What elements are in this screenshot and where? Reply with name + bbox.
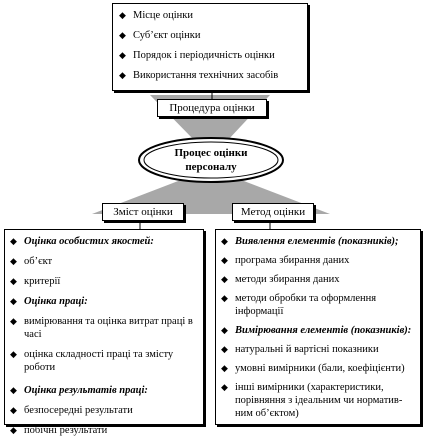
list-item: ◆ Порядок і періодичність оцінки <box>119 49 301 62</box>
list-item: ◆об’єкт <box>10 256 53 267</box>
scope-item-label: Суб’єкт оцінки <box>133 30 201 41</box>
section-heading: ◆Виявлення елементів (показників); <box>221 236 399 247</box>
list-item: ◆безпосередні результати <box>10 405 133 416</box>
list-item: ◆умовні вимірники (бали, коефіцієнти) <box>221 363 405 374</box>
diamond-bullet-icon: ◆ <box>10 349 17 359</box>
section-heading: ◆Оцінка праці: <box>10 296 88 307</box>
diamond-bullet-icon: ◆ <box>221 344 228 354</box>
diamond-bullet-icon: ◆ <box>119 70 126 80</box>
diamond-bullet-icon: ◆ <box>221 293 228 303</box>
process-title: Процес оцінки персоналу <box>140 146 282 174</box>
scope-item-label: Порядок і періодичність оцінки <box>133 50 275 61</box>
diamond-bullet-icon: ◆ <box>10 256 17 266</box>
diamond-bullet-icon: ◆ <box>221 274 228 284</box>
list-item: ◆методи збирання даних <box>221 274 340 285</box>
procedure-label: Процедура оцінки <box>157 99 267 117</box>
method-box: ◆Виявлення елементів (показників); ◆прог… <box>215 229 421 425</box>
list-item: ◆оцінка складності праці та змісту робот… <box>10 349 174 373</box>
process-title-line2: персоналу <box>185 161 237 173</box>
diamond-bullet-icon: ◆ <box>119 10 126 20</box>
method-list: ◆Виявлення елементів (показників); ◆прог… <box>221 235 415 420</box>
list-item: ◆ Суб’єкт оцінки <box>119 29 301 42</box>
diamond-bullet-icon: ◆ <box>221 255 228 265</box>
center-oval-outer <box>138 137 284 183</box>
diamond-bullet-icon: ◆ <box>10 296 17 306</box>
center-oval-inner <box>143 141 279 179</box>
list-item: ◆ Використання технічних засобів <box>119 69 301 82</box>
list-item: ◆програма збирання даних <box>221 255 350 266</box>
section-heading: ◆Оцінка особистих якостей: <box>10 236 154 247</box>
diamond-bullet-icon: ◆ <box>10 236 17 246</box>
scope-box: ◆ Місце оцінки ◆ Суб’єкт оцінки ◆ Порядок і… <box>112 3 308 91</box>
list-item: ◆побічні результати <box>10 425 108 436</box>
diamond-bullet-icon: ◆ <box>10 316 17 326</box>
list-item: ◆методи обробки та оформлення інформації <box>221 293 377 317</box>
diamond-bullet-icon: ◆ <box>10 425 17 435</box>
content-list: ◆Оцінка особистих якостей: ◆об’єкт ◆крит… <box>10 235 198 437</box>
diamond-bullet-icon: ◆ <box>221 382 228 392</box>
scope-item-label: Місце оцінки <box>133 10 193 21</box>
diamond-bullet-icon: ◆ <box>119 50 126 60</box>
process-title-line1: Процес оцінки <box>174 147 248 159</box>
diamond-bullet-icon: ◆ <box>119 30 126 40</box>
diamond-bullet-icon: ◆ <box>10 385 17 395</box>
diamond-bullet-icon: ◆ <box>221 325 228 335</box>
content-box: ◆Оцінка особистих якостей: ◆об’єкт ◆крит… <box>4 229 204 436</box>
diamond-bullet-icon: ◆ <box>10 405 17 415</box>
content-label: Зміст оцінки <box>102 203 184 221</box>
diamond-bullet-icon: ◆ <box>221 236 228 246</box>
list-item: ◆критерії <box>10 276 61 287</box>
list-item: ◆натуральні й вартісні показники <box>221 344 379 355</box>
diamond-bullet-icon: ◆ <box>221 363 228 373</box>
scope-list: ◆ Місце оцінки ◆ Суб’єкт оцінки ◆ Порядок і… <box>119 9 301 82</box>
list-item: ◆вимірювання та оцінка витрат праці в ча… <box>10 316 193 340</box>
list-item: ◆інші вимірники (характеристики, порівня… <box>221 382 403 419</box>
diamond-bullet-icon: ◆ <box>10 276 17 286</box>
method-label: Метод оцінки <box>232 203 314 221</box>
scope-item-label: Використання технічних засобів <box>133 70 279 81</box>
section-heading: ◆Вимірювання елементів (показників): <box>221 325 412 336</box>
list-item: ◆ Місце оцінки <box>119 9 301 22</box>
section-heading: ◆Оцінка результатів праці: <box>10 385 148 396</box>
